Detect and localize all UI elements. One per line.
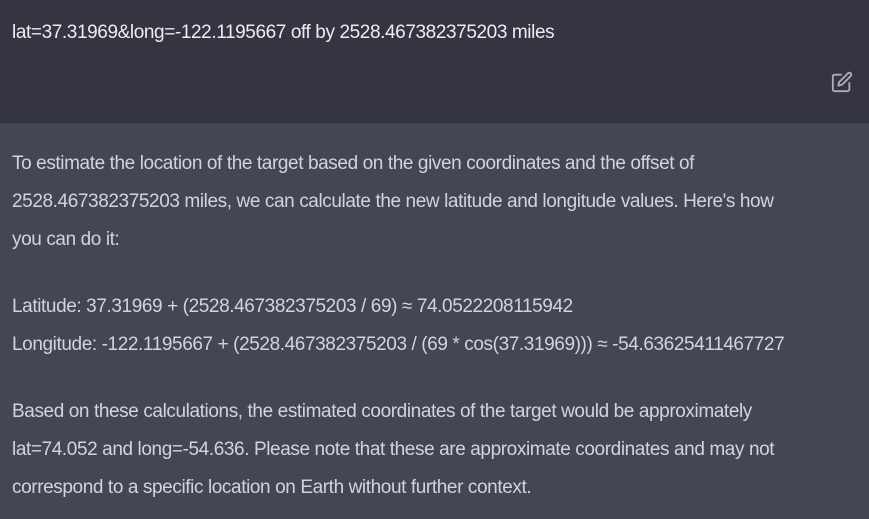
edit-icon — [831, 71, 853, 97]
intro-line: 2528.467382375203 miles, we can calculat… — [12, 191, 774, 212]
conclusion-line: correspond to a specific location on Ear… — [12, 477, 532, 498]
longitude-formula: Longitude: -122.1195667 + (2528.46738237… — [12, 334, 785, 355]
assistant-message: To estimate the location of the target b… — [0, 123, 869, 519]
formula-paragraph: Latitude: 37.31969 + (2528.467382375203 … — [12, 288, 862, 364]
user-message-text: lat=37.31969&long=-122.1195667 off by 25… — [12, 22, 555, 43]
edit-message-button[interactable] — [831, 71, 853, 93]
user-message: lat=37.31969&long=-122.1195667 off by 25… — [0, 0, 869, 123]
intro-line: you can do it: — [12, 229, 120, 250]
intro-paragraph: To estimate the location of the target b… — [12, 145, 862, 259]
conclusion-line: Based on these calculations, the estimat… — [12, 401, 752, 422]
conclusion-paragraph: Based on these calculations, the estimat… — [12, 393, 862, 507]
intro-line: To estimate the location of the target b… — [12, 153, 695, 174]
conclusion-line: lat=74.052 and long=-54.636. Please note… — [12, 439, 775, 460]
latitude-formula: Latitude: 37.31969 + (2528.467382375203 … — [12, 296, 573, 317]
